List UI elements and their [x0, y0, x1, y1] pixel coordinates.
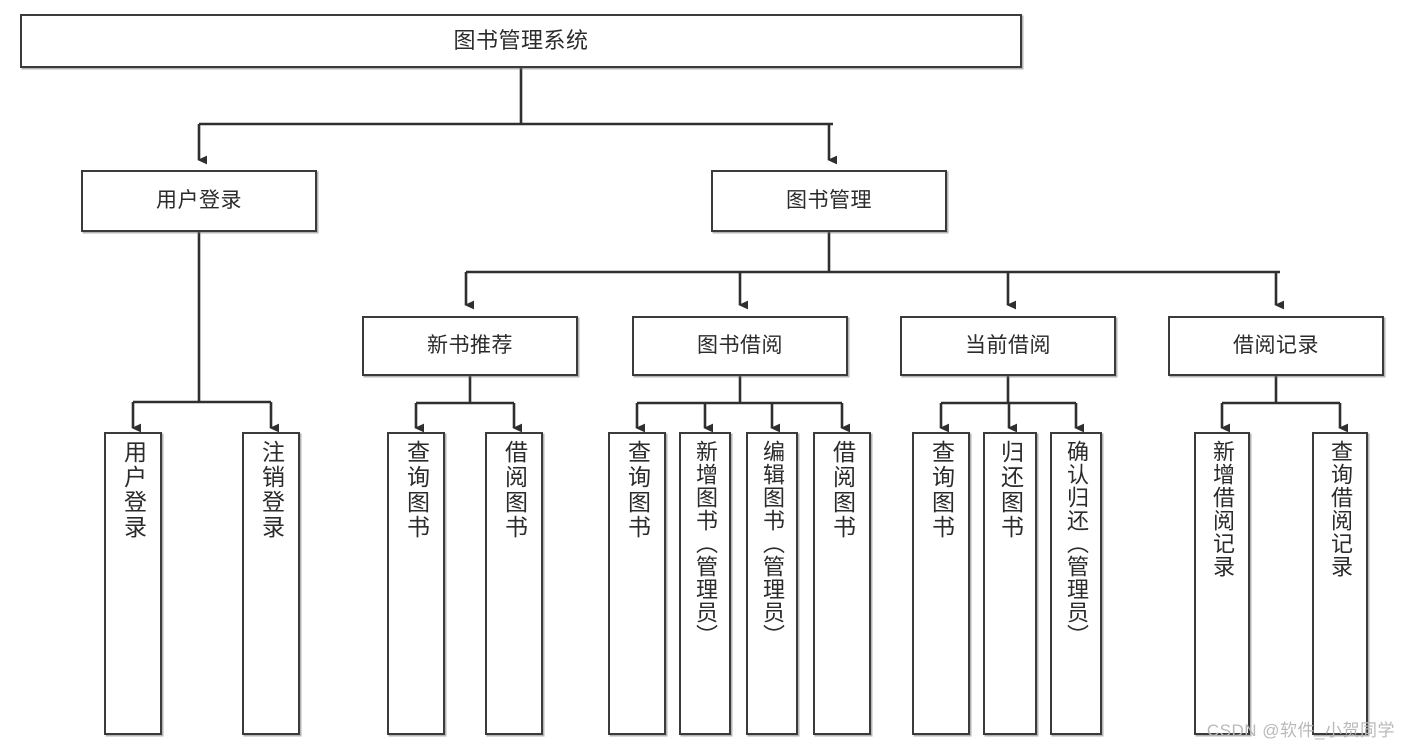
leaf-book-borrow-add[interactable]: 新增图书（管理员）: [679, 432, 731, 735]
node-book-borrow[interactable]: 图书借阅: [632, 316, 848, 376]
leaf-label: 确认归还（管理员）: [1064, 440, 1089, 647]
leaf-borrow-record-add[interactable]: 新增借阅记录: [1194, 432, 1250, 735]
leaf-label: 归还图书: [997, 440, 1024, 540]
leaf-label: 用户登录: [120, 440, 147, 540]
node-new-book-recommend[interactable]: 新书推荐: [362, 316, 578, 376]
leaf-label: 查询图书: [624, 440, 651, 540]
leaf-label: 查询借阅记录: [1328, 440, 1353, 578]
node-user-login-label: 用户登录: [156, 189, 242, 213]
node-new-book-recommend-label: 新书推荐: [427, 334, 513, 358]
leaf-book-borrow-query[interactable]: 查询图书: [608, 432, 666, 735]
node-root[interactable]: 图书管理系统: [20, 14, 1022, 68]
leaf-label: 查询图书: [928, 440, 955, 540]
leaf-user-login-login[interactable]: 用户登录: [104, 432, 162, 735]
node-current-borrow-label: 当前借阅: [965, 334, 1051, 358]
leaf-label: 编辑图书（管理员）: [760, 440, 785, 647]
leaf-book-borrow-edit[interactable]: 编辑图书（管理员）: [746, 432, 798, 735]
node-root-label: 图书管理系统: [453, 27, 589, 53]
node-book-borrow-label: 图书借阅: [697, 334, 783, 358]
leaf-current-borrow-return[interactable]: 归还图书: [983, 432, 1037, 735]
node-book-management[interactable]: 图书管理: [711, 170, 947, 232]
leaf-new-book-borrow[interactable]: 借阅图书: [485, 432, 543, 735]
leaf-current-borrow-query[interactable]: 查询图书: [912, 432, 970, 735]
leaf-new-book-query[interactable]: 查询图书: [387, 432, 445, 735]
leaf-borrow-record-query[interactable]: 查询借阅记录: [1312, 432, 1368, 735]
leaf-label: 查询图书: [403, 440, 430, 540]
node-borrow-record[interactable]: 借阅记录: [1168, 316, 1384, 376]
node-current-borrow[interactable]: 当前借阅: [900, 316, 1116, 376]
node-book-management-label: 图书管理: [786, 189, 872, 213]
leaf-label: 新增图书（管理员）: [693, 440, 718, 647]
node-borrow-record-label: 借阅记录: [1233, 334, 1319, 358]
leaf-label: 借阅图书: [829, 440, 856, 540]
leaf-label: 注销登录: [258, 440, 285, 540]
node-user-login[interactable]: 用户登录: [81, 170, 317, 232]
leaf-current-borrow-confirm[interactable]: 确认归还（管理员）: [1050, 432, 1102, 735]
leaf-book-borrow-borrow[interactable]: 借阅图书: [813, 432, 871, 735]
leaf-user-login-logout[interactable]: 注销登录: [242, 432, 300, 735]
leaf-label: 借阅图书: [501, 440, 528, 540]
leaf-label: 新增借阅记录: [1210, 440, 1235, 578]
